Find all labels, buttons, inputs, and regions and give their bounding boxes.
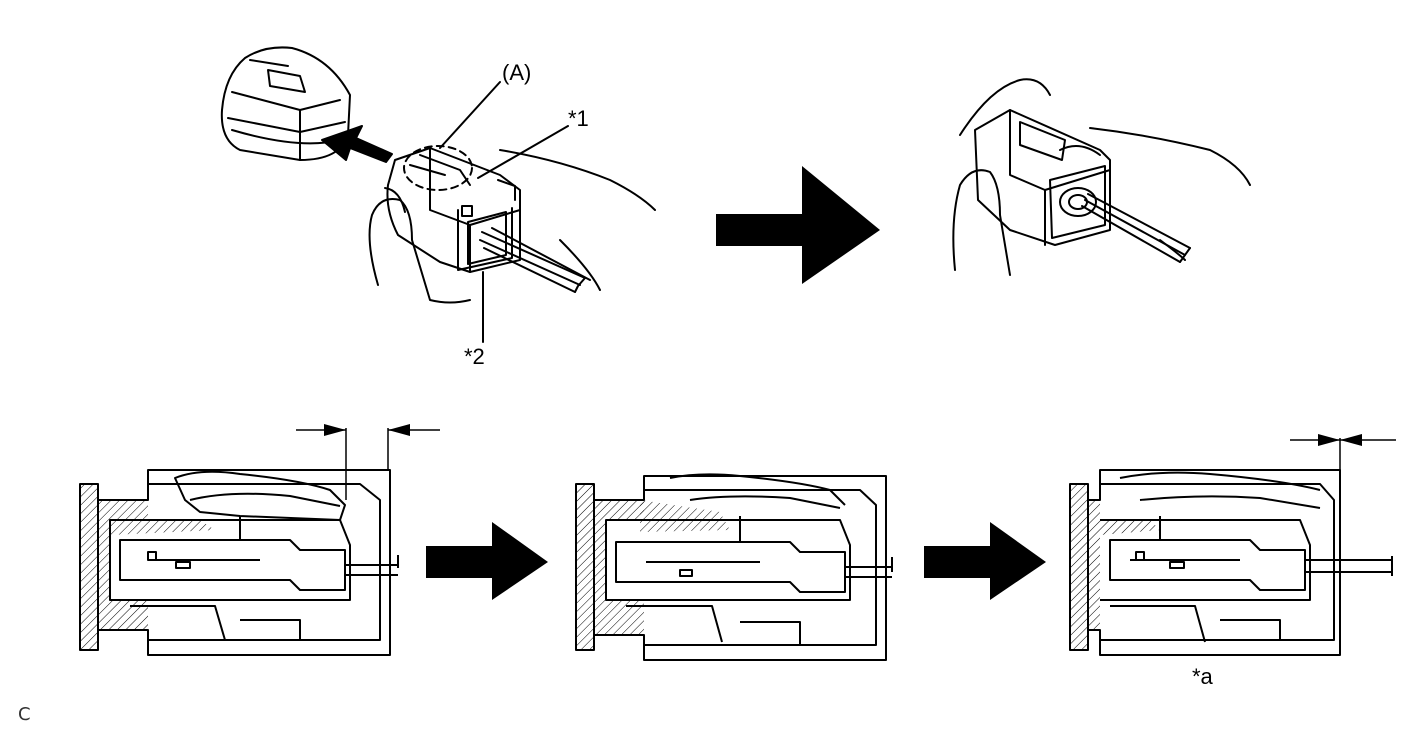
connector-connected-illustration	[952, 78, 1251, 276]
label-star-a: *a	[1192, 664, 1213, 689]
dimension-arrow-icon	[324, 424, 346, 436]
dimension-arrow-icon	[1318, 434, 1340, 446]
mating-connector	[220, 46, 351, 161]
label-star-1: *1	[568, 106, 589, 131]
push-arrow-icon	[321, 125, 393, 163]
hand-outline	[368, 149, 656, 304]
highlight-circle-a	[403, 145, 473, 191]
wire-bundle-right	[1081, 193, 1191, 263]
figure-code: C	[18, 704, 31, 725]
arrow-right-icon	[716, 166, 880, 284]
wire-bundle	[479, 227, 591, 293]
label-a: (A)	[502, 60, 532, 85]
label-star-2: *2	[464, 344, 485, 369]
dimension-arrow-icon	[388, 424, 410, 436]
cross-section-3	[1069, 434, 1396, 656]
arrow-right-icon	[426, 522, 548, 600]
dimension-arrow-icon	[1340, 434, 1362, 446]
leader-line-a	[439, 81, 501, 149]
connector-body	[386, 147, 521, 273]
hand-outline-right	[952, 78, 1251, 276]
connector-insert-illustration	[220, 46, 656, 343]
cross-section-1	[79, 424, 440, 656]
leader-line-1	[477, 125, 569, 179]
cross-section-2	[575, 473, 893, 661]
connector-body-right	[974, 109, 1111, 246]
arrow-right-icon	[924, 522, 1046, 600]
